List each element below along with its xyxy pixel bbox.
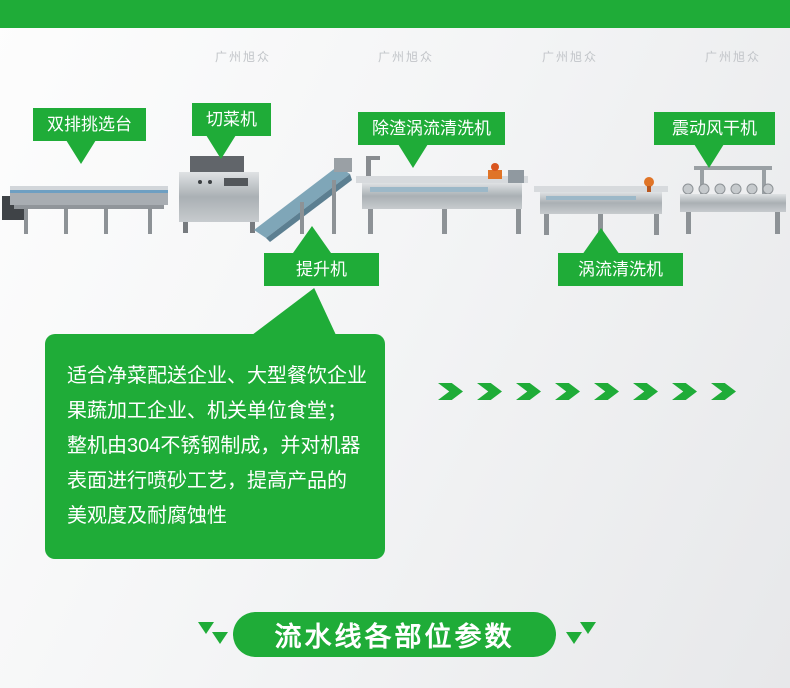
watermark-text: 广州旭众 (542, 50, 599, 64)
callout-line: 适合净菜配送企业、大型餐饮企业 (67, 365, 367, 387)
callout-line: 美观度及耐腐蚀性 (67, 505, 227, 527)
chevron-right-icon (555, 383, 580, 400)
pointer-cutting-machine (206, 135, 236, 159)
label-vortex-washer: 涡流清洗机 (558, 253, 683, 286)
description-callout: 适合净菜配送企业、大型餐饮企业 果蔬加工企业、机关单位食堂； 整机由304不锈钢… (45, 334, 385, 559)
chevron-right-icon (633, 383, 658, 400)
label-deslag-vortex-washer: 除渣涡流清洗机 (358, 112, 505, 145)
machine-cutting (179, 156, 259, 233)
chevron-down-icon (198, 622, 214, 634)
chevron-down-icon (566, 632, 582, 644)
pointer-deslag-vortex-washer (398, 144, 428, 168)
chevron-right-icon (477, 383, 502, 400)
chevron-right-icon (672, 383, 697, 400)
callout-line: 果蔬加工企业、机关单位食堂； (67, 400, 347, 422)
chevron-right-icon (711, 383, 736, 400)
machine-vibration-dryer (680, 166, 786, 234)
machine-selection-table (2, 186, 168, 234)
callout-line: 表面进行喷砂工艺，提高产品的 (67, 470, 347, 492)
top-green-bar (0, 0, 790, 28)
machine-vortex-washer (534, 177, 668, 235)
pointer-vortex-washer (582, 228, 620, 255)
chevron-right-icon (594, 383, 619, 400)
label-elevator: 提升机 (264, 253, 379, 286)
callout-line: 整机由304不锈钢制成，并对机器 (67, 435, 361, 457)
watermark-text: 广州旭众 (378, 50, 435, 64)
watermark-text: 广州旭众 (705, 50, 762, 64)
production-line-illustration (2, 156, 786, 242)
section-title-banner: 流水线各部位参数 (233, 612, 556, 657)
pointer-vibration-dryer (694, 144, 724, 168)
machine-deslag-vortex-washer (356, 156, 528, 234)
pointer-selection-table (66, 140, 96, 164)
chevron-right-icon (438, 383, 463, 400)
chevron-right-icon (516, 383, 541, 400)
chevron-down-icon (580, 622, 596, 634)
watermark-text: 广州旭众 (215, 50, 272, 64)
machine-elevator (254, 158, 352, 242)
pointer-elevator (293, 226, 331, 253)
label-cutting-machine: 切菜机 (192, 103, 271, 136)
chevron-down-icon (212, 632, 228, 644)
callout-tail (252, 288, 336, 335)
label-vibration-dryer: 震动风干机 (654, 112, 775, 145)
label-selection-table: 双排挑选台 (33, 108, 146, 141)
